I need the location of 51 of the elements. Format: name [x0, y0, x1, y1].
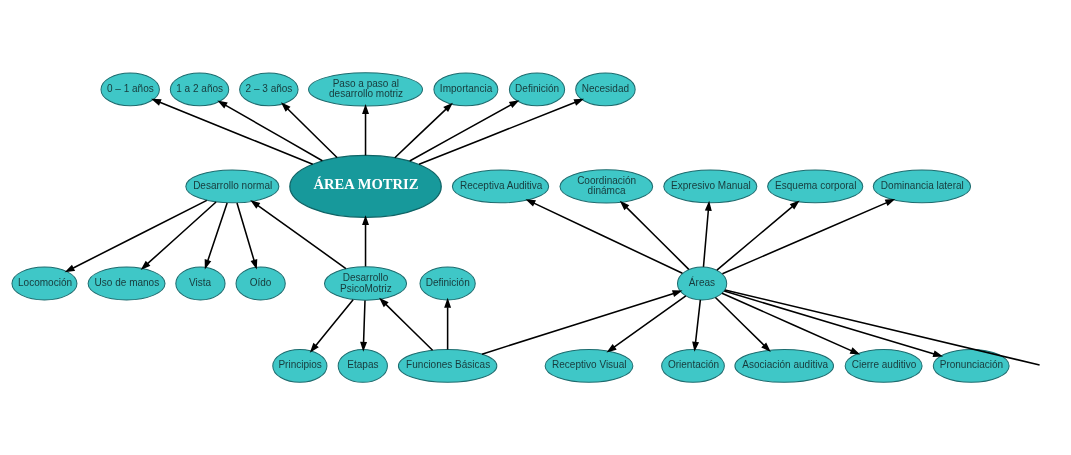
node-ellipse: Principios: [272, 349, 328, 383]
arrow: [606, 295, 687, 353]
arrow: [140, 201, 217, 270]
arrow: [619, 200, 690, 271]
arrow: [721, 292, 861, 355]
arrow: [64, 199, 208, 273]
node-ellipse: Esquema corporal: [767, 169, 864, 204]
arrow: [217, 100, 324, 162]
connector: [724, 289, 1041, 366]
node-ellipse: Vista: [175, 266, 226, 301]
arrow: [723, 290, 944, 358]
arrow: [714, 296, 771, 352]
node-ellipse: Áreas: [677, 266, 728, 301]
arrow: [408, 100, 520, 162]
arrow: [362, 215, 369, 268]
arrow: [481, 290, 683, 355]
node-ellipse: Asociación auditiva: [734, 349, 834, 383]
node-ellipse: Uso de manos: [87, 266, 166, 301]
node-ellipse: Paso a paso al desarrollo motriz: [308, 72, 423, 107]
node-ellipse: Desarrollo PsicoMotriz: [324, 266, 408, 301]
node-ellipse: Funciones Básicas: [397, 349, 498, 383]
arrow: [721, 198, 896, 275]
arrow: [204, 202, 228, 270]
arrow: [444, 297, 452, 351]
node-ellipse: Orientación: [661, 349, 725, 383]
arrow: [379, 297, 434, 351]
node-ellipse: Definición: [419, 266, 476, 301]
node-ellipse: Dominancia lateral: [872, 169, 972, 204]
node-ellipse: Desarrollo normal: [185, 169, 280, 204]
arrow: [702, 200, 712, 268]
arrow: [151, 98, 314, 165]
node-ellipse: 2 – 3 años: [239, 72, 299, 107]
node-ellipse: Expresivo Manual: [663, 169, 758, 204]
node-ellipse: Coordinación dinámca: [559, 169, 654, 204]
arrow: [394, 102, 453, 159]
node-ellipse: Etapas: [337, 349, 388, 383]
arrow: [418, 98, 585, 166]
arrow: [236, 202, 258, 270]
node-ellipse: Receptiva Auditiva: [451, 169, 550, 204]
arrow: [525, 199, 684, 275]
arrow: [309, 298, 354, 353]
arrow: [692, 299, 702, 352]
arrow: [360, 299, 368, 352]
node-ellipse: Oído: [235, 266, 286, 301]
arrow: [362, 104, 369, 157]
arrow: [250, 200, 347, 270]
arrow: [280, 102, 338, 159]
node-ellipse: Importancia: [433, 72, 499, 107]
node-ellipse: Receptivo Visual: [544, 349, 634, 383]
arrow: [716, 200, 800, 271]
node-ellipse: ÁREA MOTRIZ: [289, 154, 442, 219]
